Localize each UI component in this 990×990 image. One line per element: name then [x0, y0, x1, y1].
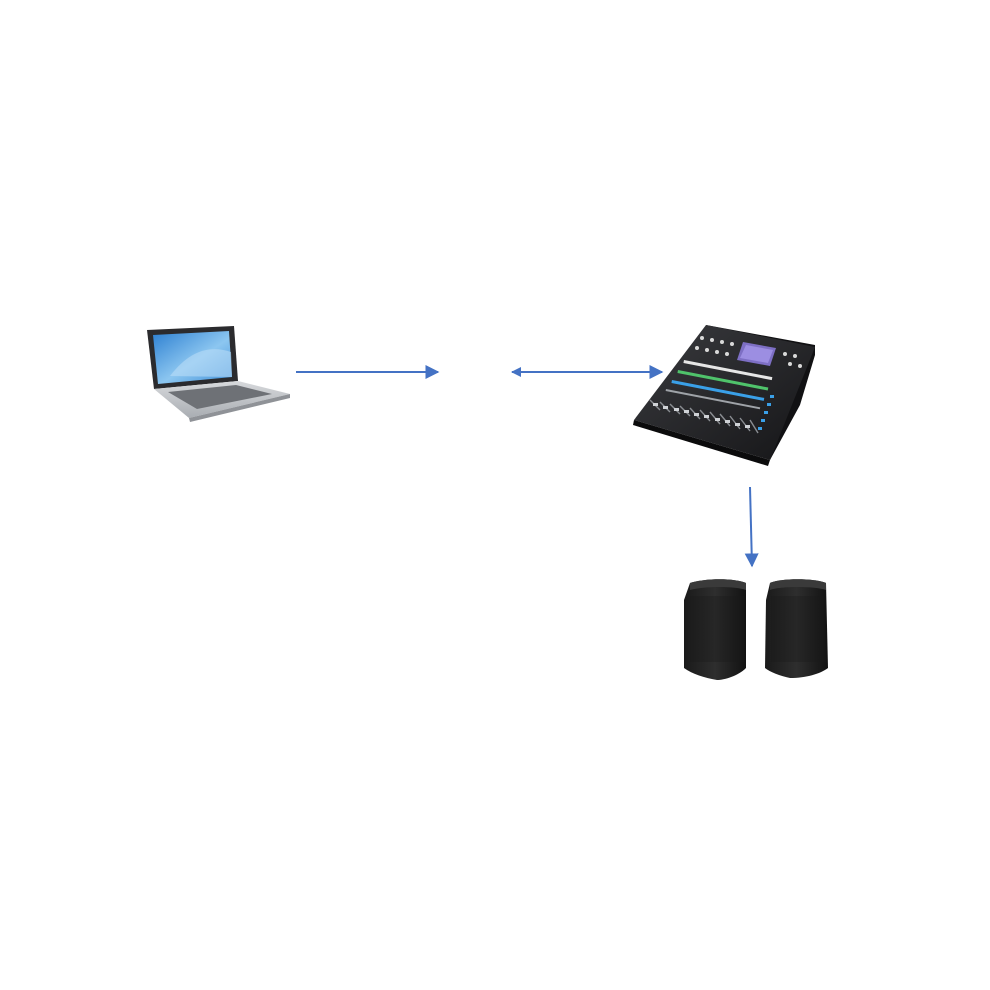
speaker-left-icon	[684, 579, 746, 680]
digital-mixer-icon	[633, 325, 815, 466]
laptop-icon	[147, 326, 290, 422]
speaker-pair-icon	[684, 579, 828, 680]
speaker-right-icon	[765, 579, 828, 678]
arrow-mixer-to-speakers	[744, 486, 759, 568]
